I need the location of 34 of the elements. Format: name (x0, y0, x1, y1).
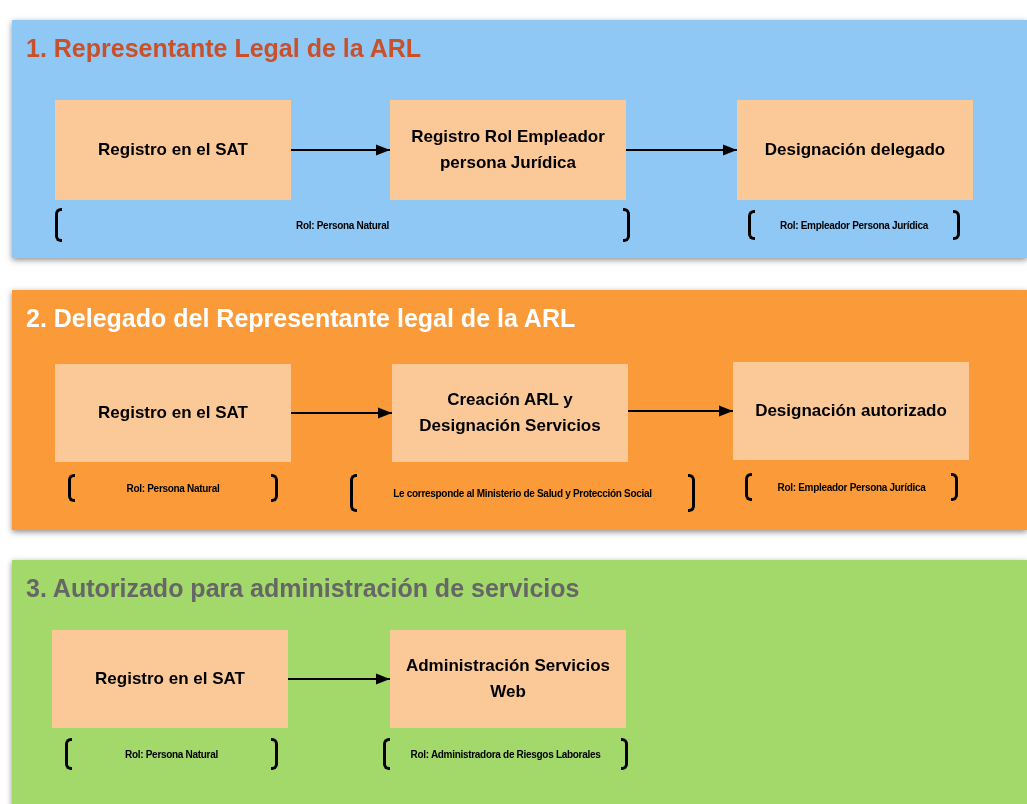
process-box (737, 100, 973, 200)
role-note: Rol: Administradora de Riesgos Laborales (410, 747, 601, 762)
section-band (12, 560, 1027, 804)
section-title: 3. Autorizado para administración de servicios (26, 573, 580, 604)
arrow (290, 407, 393, 419)
process-box (55, 100, 291, 200)
arrow (290, 144, 391, 156)
arrow (287, 673, 391, 685)
box-label: Registro en el SAT (98, 402, 248, 424)
box-label: Designación autorizado (755, 400, 947, 422)
process-box (390, 630, 626, 728)
role-note: Le corresponde al Ministerio de Salud y Protección Social (393, 486, 652, 501)
box-label: Designación delegado (764, 139, 946, 161)
arrow (627, 405, 734, 417)
role-note: Rol: Persona Natural (296, 218, 389, 233)
box-label: Registro Rol Empleador persona Jurídica (410, 126, 606, 174)
section-band (12, 290, 1027, 530)
role-note: Rol: Empleador Persona Jurídica (777, 480, 926, 495)
process-box (733, 362, 969, 460)
section-band (12, 20, 1027, 258)
role-note: Rol: Empleador Persona Jurídica (780, 218, 928, 233)
process-box (52, 630, 288, 728)
box-label: Administración Servicios Web (404, 655, 612, 703)
box-label: Registro en el SAT (98, 139, 248, 161)
section-title: 1. Representante Legal de la ARL (26, 33, 422, 64)
box-label: Registro en el SAT (95, 668, 245, 690)
process-box (55, 364, 291, 462)
role-note: Rol: Persona Natural (126, 481, 220, 496)
section-title: 2. Delegado del Representante legal de la ARL (26, 303, 576, 334)
box-label: Creación ARL y Designación Servicios (418, 389, 602, 437)
arrow (625, 144, 738, 156)
role-note: Rol: Persona Natural (125, 747, 218, 762)
process-box (392, 364, 628, 462)
process-box (390, 100, 626, 200)
